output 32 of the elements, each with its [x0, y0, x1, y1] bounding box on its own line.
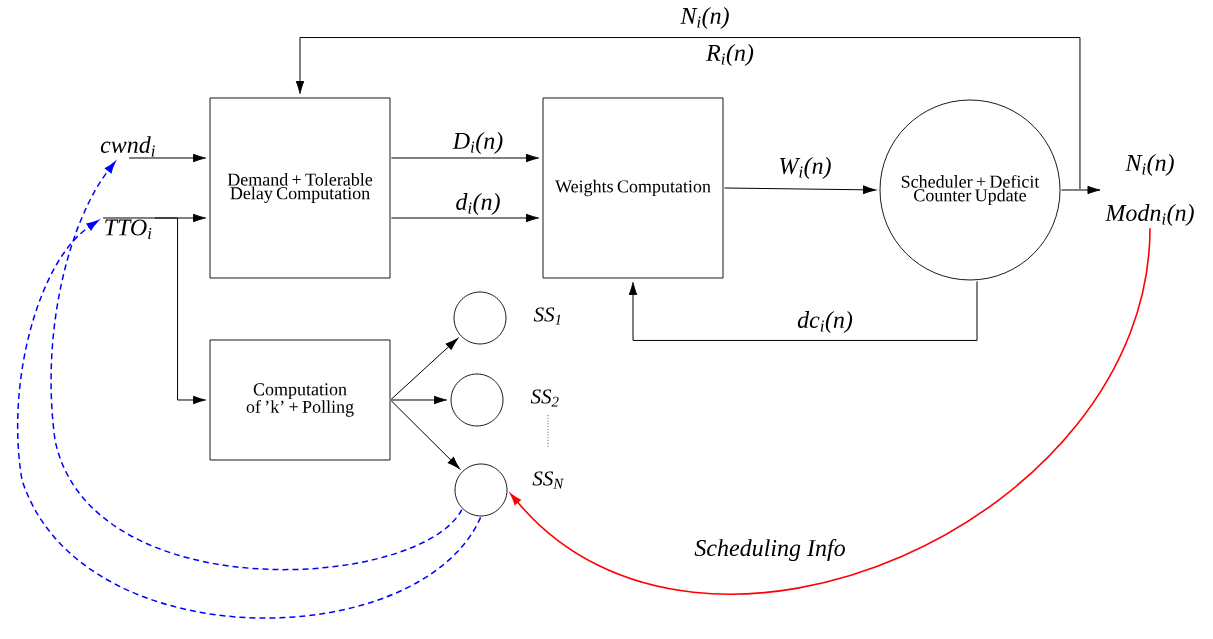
process-box: Weights Computation — [542, 97, 724, 279]
input-label: TTO$_{i}$ — [105, 219, 152, 240]
arrow — [154, 217, 206, 405]
arrow — [390, 395, 447, 405]
signal-label: R$_{i}$(n) — [705, 44, 754, 66]
node-label: SS$_{N}$ — [532, 471, 564, 489]
process-box: Computation of ’k’ + Polling — [209, 339, 391, 461]
connector-curve — [510, 227, 1151, 594]
arrow — [390, 400, 460, 469]
edge-label: D$_{i}$(n) — [451, 131, 505, 155]
arrow — [102, 213, 206, 223]
edge-label: d$_{i}$(n) — [454, 192, 502, 216]
edge-label: Scheduling Info — [693, 538, 847, 562]
arrow — [723, 185, 876, 194]
node-label: SS$_{1}$ — [533, 307, 561, 325]
process-box: Demand + Tolerable Delay Computation — [209, 97, 391, 279]
arrow — [295, 37, 1081, 190]
edge-label: dc$_{i}$(n) — [796, 310, 854, 334]
arrow — [1060, 185, 1101, 195]
arrow — [390, 338, 458, 400]
input-label: cwnd$_{i}$ — [100, 136, 155, 157]
edge-label: N$_{i}$(n) — [679, 6, 731, 30]
arrow — [628, 280, 978, 341]
edge-label: W$_{i}$(n) — [777, 156, 833, 180]
node-label: SS$_{2}$ — [530, 389, 559, 407]
output-label: N$_{i}$(n) Modn$_{i}$(n) — [1105, 154, 1194, 226]
circle-node: Scheduler + Deficit Counter Update — [879, 99, 1061, 281]
connector-curve — [50, 161, 463, 570]
arrow — [128, 153, 206, 163]
arrow — [390, 213, 539, 223]
arrow — [390, 153, 539, 163]
connector-curve — [16, 220, 482, 619]
